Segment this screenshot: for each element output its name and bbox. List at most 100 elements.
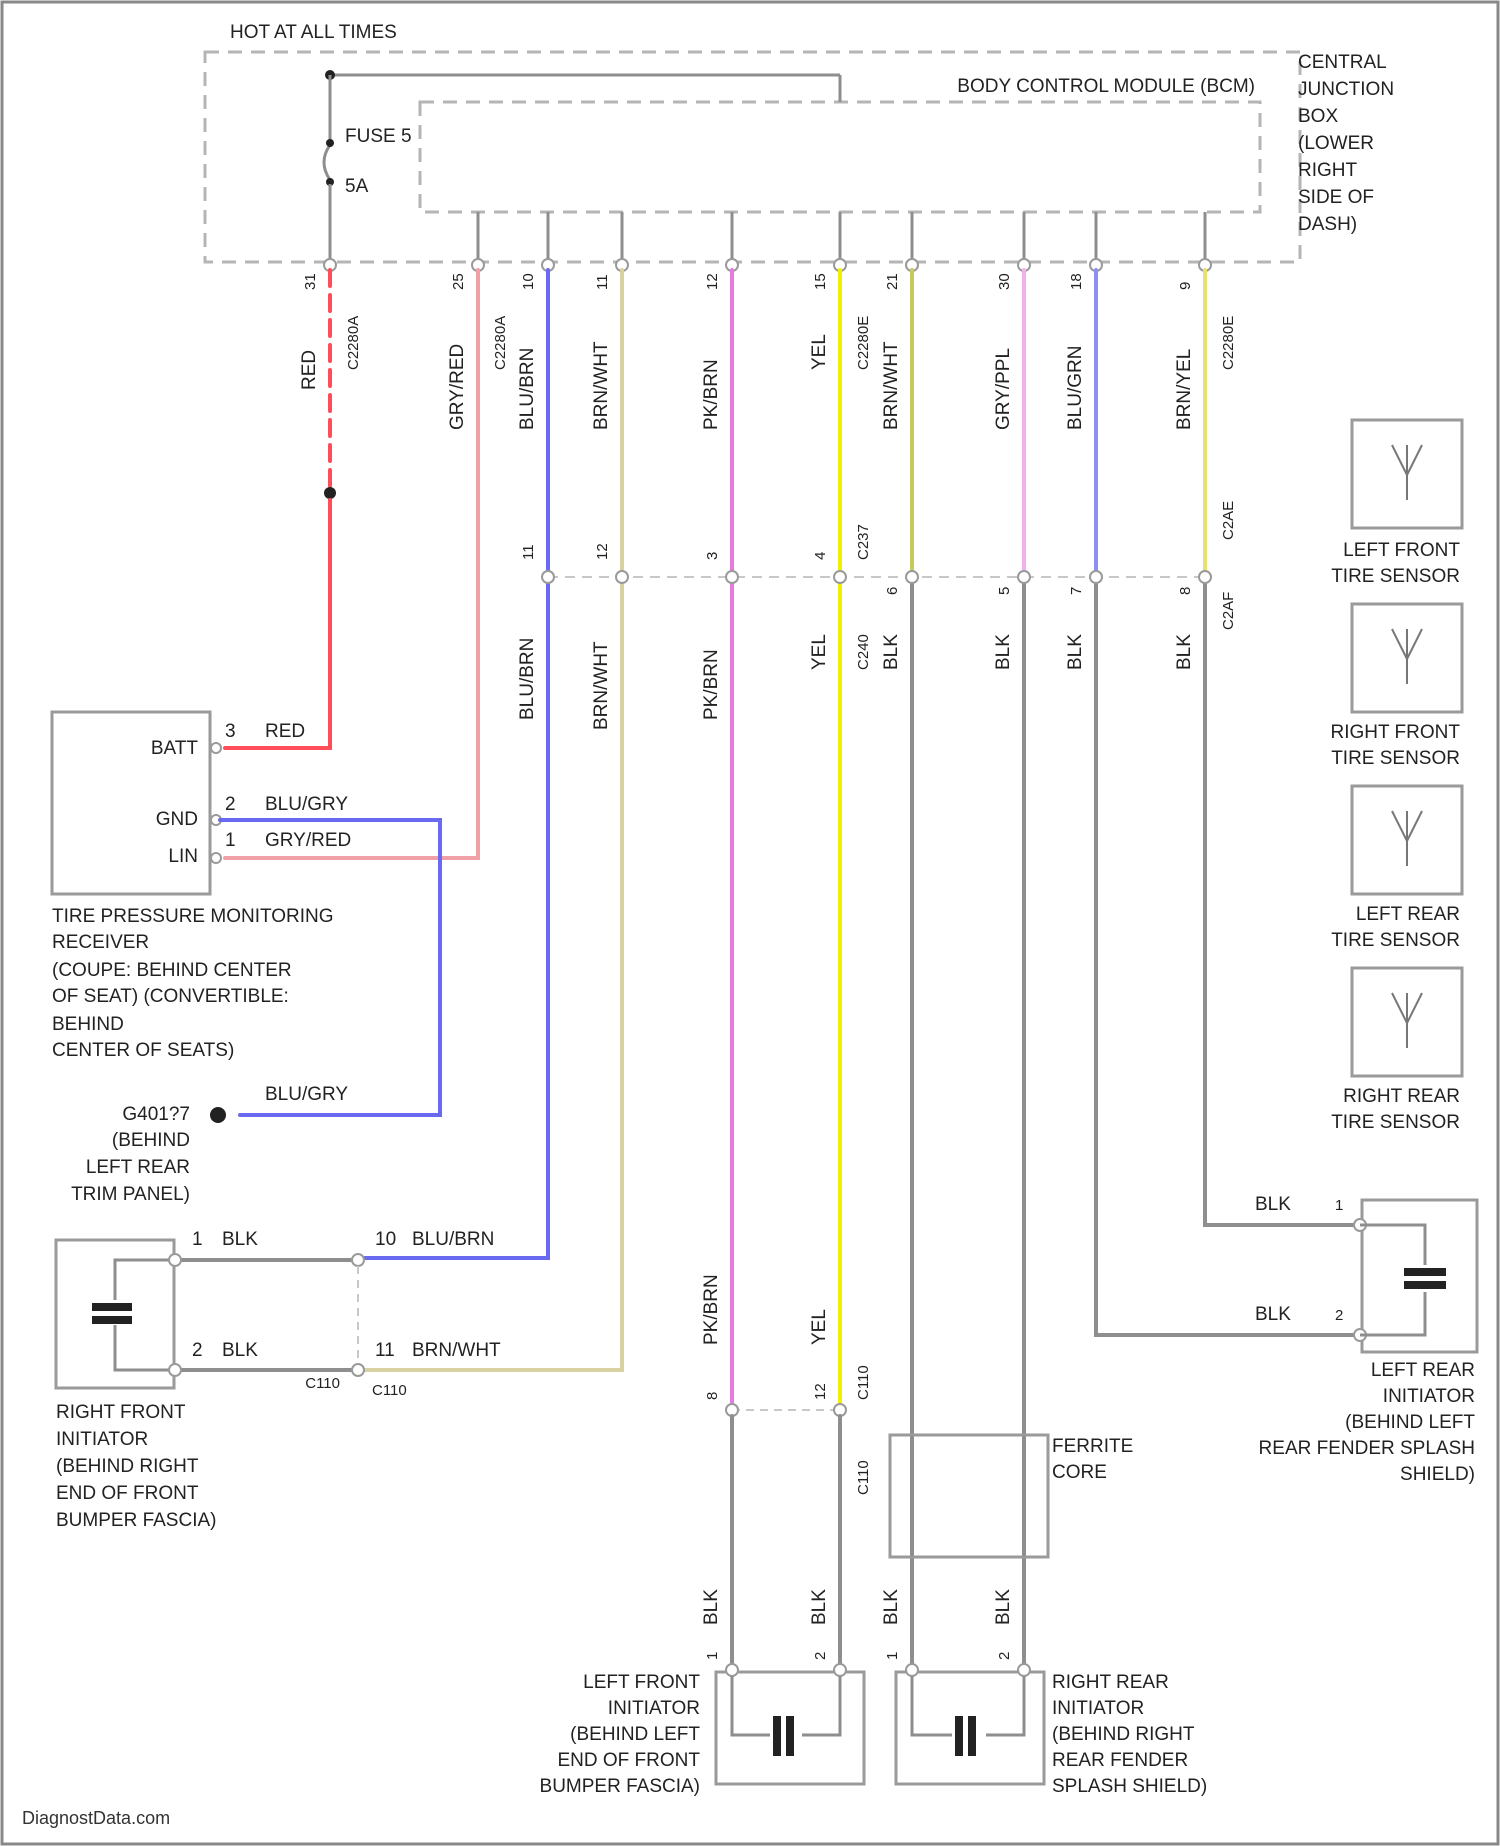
svg-text:GRY/PPL: GRY/PPL <box>993 348 1014 430</box>
svg-text:7: 7 <box>1068 587 1085 595</box>
svg-text:RIGHT FRONT: RIGHT FRONT <box>1331 722 1461 743</box>
svg-text:BLU/BRN: BLU/BRN <box>517 348 538 430</box>
svg-text:BLK: BLK <box>701 1589 722 1625</box>
rri-wire-labels: BLK 1 BLK 2 <box>881 1589 1014 1660</box>
svg-text:END OF FRONT: END OF FRONT <box>558 1750 701 1771</box>
svg-text:C110: C110 <box>855 1460 872 1495</box>
rfi-pin1: 1 <box>192 1229 203 1250</box>
right-rear-tire-sensor: RIGHT REAR TIRE SENSOR <box>1331 968 1462 1133</box>
svg-text:6: 6 <box>884 587 901 595</box>
svg-text:BUMPER FASCIA): BUMPER FASCIA) <box>540 1776 700 1797</box>
svg-text:12: 12 <box>812 1383 829 1400</box>
svg-text:RIGHT: RIGHT <box>1298 160 1358 181</box>
svg-text:18: 18 <box>1068 273 1085 290</box>
svg-text:INITIATOR: INITIATOR <box>608 1698 700 1719</box>
svg-text:12: 12 <box>704 273 721 290</box>
svg-text:C2280A: C2280A <box>345 316 362 370</box>
c110-node-11 <box>352 1364 364 1376</box>
lfi-coil-icon <box>773 1716 781 1756</box>
rri-coil-icon <box>955 1716 963 1756</box>
svg-text:INITIATOR: INITIATOR <box>1383 1386 1475 1407</box>
c110-label-right: C110 <box>372 1382 407 1399</box>
svg-text:SPLASH SHIELD): SPLASH SHIELD) <box>1052 1776 1207 1797</box>
svg-text:8: 8 <box>1177 587 1194 595</box>
svg-text:LEFT REAR: LEFT REAR <box>86 1157 190 1178</box>
svg-text:(BEHIND LEFT: (BEHIND LEFT <box>1345 1412 1475 1433</box>
svg-text:RIGHT FRONT: RIGHT FRONT <box>56 1402 186 1423</box>
c110-label-left: C110 <box>305 1375 340 1392</box>
svg-text:TIRE PRESSURE MONITORING: TIRE PRESSURE MONITORING <box>52 906 334 927</box>
rfi-caption: RIGHT FRONT INITIATOR (BEHIND RIGHT END … <box>56 1402 216 1531</box>
svg-text:5: 5 <box>996 587 1013 595</box>
lri-pin1: 1 <box>1335 1197 1343 1214</box>
svg-text:12: 12 <box>594 543 611 560</box>
receiver-terminal-lin <box>211 853 221 863</box>
lri-pin2: 2 <box>1335 1307 1343 1324</box>
svg-text:11: 11 <box>520 544 537 560</box>
svg-text:2: 2 <box>996 1652 1013 1660</box>
red-wire <box>225 500 330 748</box>
svg-text:OF SEAT) (CONVERTIBLE:: OF SEAT) (CONVERTIBLE: <box>52 986 289 1007</box>
svg-text:21: 21 <box>884 273 901 290</box>
svg-text:YEL: YEL <box>809 634 830 670</box>
svg-text:C2280A: C2280A <box>492 316 509 370</box>
right-front-tire-sensor: RIGHT FRONT TIRE SENSOR <box>1331 604 1462 769</box>
svg-text:4: 4 <box>812 552 829 560</box>
svg-text:15: 15 <box>812 273 829 290</box>
svg-text:CENTRAL: CENTRAL <box>1298 52 1387 73</box>
rfi-terminal-1 <box>169 1254 181 1266</box>
ground-symbol <box>210 1107 226 1123</box>
c110-pin11: 11 <box>375 1340 395 1361</box>
svg-text:LEFT FRONT: LEFT FRONT <box>1343 540 1460 561</box>
svg-text:BLU/GRN: BLU/GRN <box>1065 346 1086 430</box>
svg-text:9: 9 <box>1177 282 1194 290</box>
receiver-terminal-batt <box>211 743 221 753</box>
svg-text:RED: RED <box>299 350 320 390</box>
c110-wire11: BRN/WHT <box>412 1340 501 1361</box>
receiver-wire-lin: GRY/RED <box>265 830 351 851</box>
svg-text:BRN/WHT: BRN/WHT <box>591 641 612 730</box>
left-rear-tire-sensor: LEFT REAR TIRE SENSOR <box>1331 786 1462 951</box>
ferrite-label-2: CORE <box>1052 1462 1107 1483</box>
ferrite-label-1: FERRITE <box>1052 1436 1133 1457</box>
svg-text:(BEHIND: (BEHIND <box>112 1130 190 1151</box>
svg-text:(LOWER: (LOWER <box>1298 133 1374 154</box>
bcm-stubs <box>478 212 1205 262</box>
fuse-rating-label: 5A <box>345 176 369 197</box>
svg-text:BLK: BLK <box>993 634 1014 670</box>
svg-text:REAR FENDER SPLASH: REAR FENDER SPLASH <box>1259 1438 1475 1459</box>
rri-terminal-2 <box>1018 1664 1030 1676</box>
svg-text:BLK: BLK <box>881 634 902 670</box>
svg-text:BLK: BLK <box>809 1589 830 1625</box>
svg-text:CENTER OF SEATS): CENTER OF SEATS) <box>52 1040 234 1061</box>
lri-wire2: BLK <box>1255 1304 1291 1325</box>
svg-text:C110: C110 <box>855 1365 872 1400</box>
receiver-caption: TIRE PRESSURE MONITORING RECEIVER (COUPE… <box>52 906 334 1061</box>
lri-wire1: BLK <box>1255 1194 1291 1215</box>
receiver-pin-lin: LIN <box>168 846 198 867</box>
svg-text:SIDE OF: SIDE OF <box>1298 187 1374 208</box>
svg-text:BLK: BLK <box>993 1589 1014 1625</box>
svg-text:REAR FENDER: REAR FENDER <box>1052 1750 1188 1771</box>
svg-text:LEFT REAR: LEFT REAR <box>1356 904 1460 925</box>
fuse-terminal-top <box>326 139 334 147</box>
receiver-pin-batt: BATT <box>151 738 199 759</box>
svg-text:YEL: YEL <box>809 334 830 370</box>
fuse-label: FUSE 5 <box>345 126 412 147</box>
lri-caption: LEFT REAR INITIATOR (BEHIND LEFT REAR FE… <box>1259 1360 1476 1485</box>
svg-text:BLK: BLK <box>881 1589 902 1625</box>
cjb-caption: CENTRAL JUNCTION BOX (LOWER RIGHT SIDE O… <box>1298 52 1394 235</box>
svg-text:TIRE SENSOR: TIRE SENSOR <box>1331 930 1460 951</box>
svg-text:8: 8 <box>704 1392 721 1400</box>
svg-text:SHIELD): SHIELD) <box>1400 1464 1475 1485</box>
svg-text:1: 1 <box>884 1652 901 1660</box>
svg-text:1: 1 <box>704 1652 721 1660</box>
bcm-outline <box>420 102 1260 212</box>
receiver-wire-batt: RED <box>265 721 305 742</box>
svg-text:RECEIVER: RECEIVER <box>52 932 149 953</box>
lfi-caption: LEFT FRONT INITIATOR (BEHIND LEFT END OF… <box>540 1672 701 1797</box>
svg-text:(BEHIND RIGHT: (BEHIND RIGHT <box>56 1456 199 1477</box>
ground-caption: (BEHIND LEFT REAR TRIM PANEL) <box>71 1130 190 1205</box>
svg-text:PK/BRN: PK/BRN <box>701 1274 722 1345</box>
svg-text:TRIM PANEL): TRIM PANEL) <box>71 1184 190 1205</box>
